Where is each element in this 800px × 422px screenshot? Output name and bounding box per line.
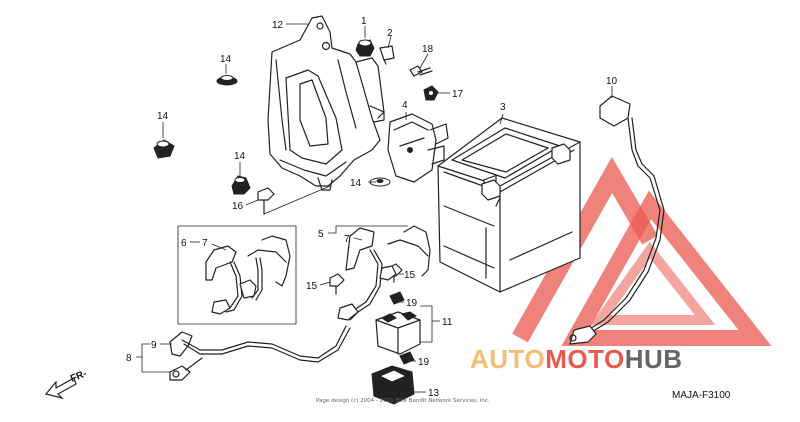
callout-7-left: 7 [202, 238, 208, 249]
callout-19-bottom: 19 [418, 357, 430, 368]
callout-14-left: 14 [157, 111, 169, 122]
terminal-cap-19-bottom [399, 351, 415, 365]
callout-17: 17 [452, 89, 464, 100]
callout-11: 11 [442, 317, 453, 328]
callout-14-mid: 14 [234, 151, 246, 162]
collar-2 [379, 45, 395, 65]
cable-6 [205, 235, 291, 315]
screw-18 [409, 65, 433, 77]
cushion-14-mid [231, 175, 251, 195]
callout-14-top: 14 [220, 54, 232, 65]
callout-14-right: 14 [350, 178, 362, 189]
terminal-cap-19-top [389, 291, 405, 305]
battery-bracket [267, 15, 385, 191]
callout-12: 13 [428, 388, 440, 399]
callout-15-right: 15 [404, 270, 416, 281]
front-label: FR- [69, 368, 89, 384]
cushion-14-top [216, 75, 238, 86]
callout-13: 12 [272, 20, 284, 31]
callout-10: 10 [606, 76, 618, 87]
callout-8: 8 [126, 353, 132, 364]
battery [437, 117, 581, 293]
bolt-16 [257, 187, 275, 215]
callout-4: 4 [402, 100, 408, 111]
cable-5 [337, 225, 431, 321]
callout-2: 2 [387, 28, 393, 39]
callout-9: 9 [151, 340, 157, 351]
footer-copyright: Page design (c) 2004 - 2021 Bike Bandit … [316, 398, 490, 404]
callout-16: 16 [232, 201, 244, 212]
front-direction-indicator: FR- [44, 368, 89, 400]
watermark-moto: MOTO [545, 344, 625, 374]
leader-lines [136, 23, 613, 393]
callout-6: 6 [181, 238, 187, 249]
callout-1: 1 [361, 16, 367, 27]
cushion-14-left [153, 139, 175, 159]
svg-text:AUTOMOTOHUB: AUTOMOTOHUB [470, 344, 683, 374]
callout-5: 5 [318, 229, 324, 240]
fuse-holder [387, 113, 449, 183]
nut-17 [423, 85, 439, 101]
callout-labels: 12 1 2 18 17 4 3 10 14 14 14 14 16 6 7 5… [126, 16, 618, 399]
cushion-14-right [369, 177, 391, 187]
diagram-code: MAJA-F3100 [672, 390, 731, 401]
callout-7-right: 7 [344, 234, 350, 245]
watermark-hub: HUB [625, 344, 683, 374]
callout-15-left: 15 [306, 281, 318, 292]
grommet-1 [355, 39, 375, 57]
watermark-auto: AUTO [470, 344, 545, 374]
cable-9 [169, 325, 351, 381]
starter-relay [375, 311, 421, 355]
callout-18: 18 [422, 44, 434, 55]
callout-19-top: 19 [406, 298, 418, 309]
callout-3: 3 [500, 102, 506, 113]
relay-cover [371, 365, 415, 405]
bolt-15-left [329, 273, 345, 295]
front-arrow-icon [44, 377, 77, 400]
watermark-logo: AUTOMOTOHUB [470, 156, 772, 374]
